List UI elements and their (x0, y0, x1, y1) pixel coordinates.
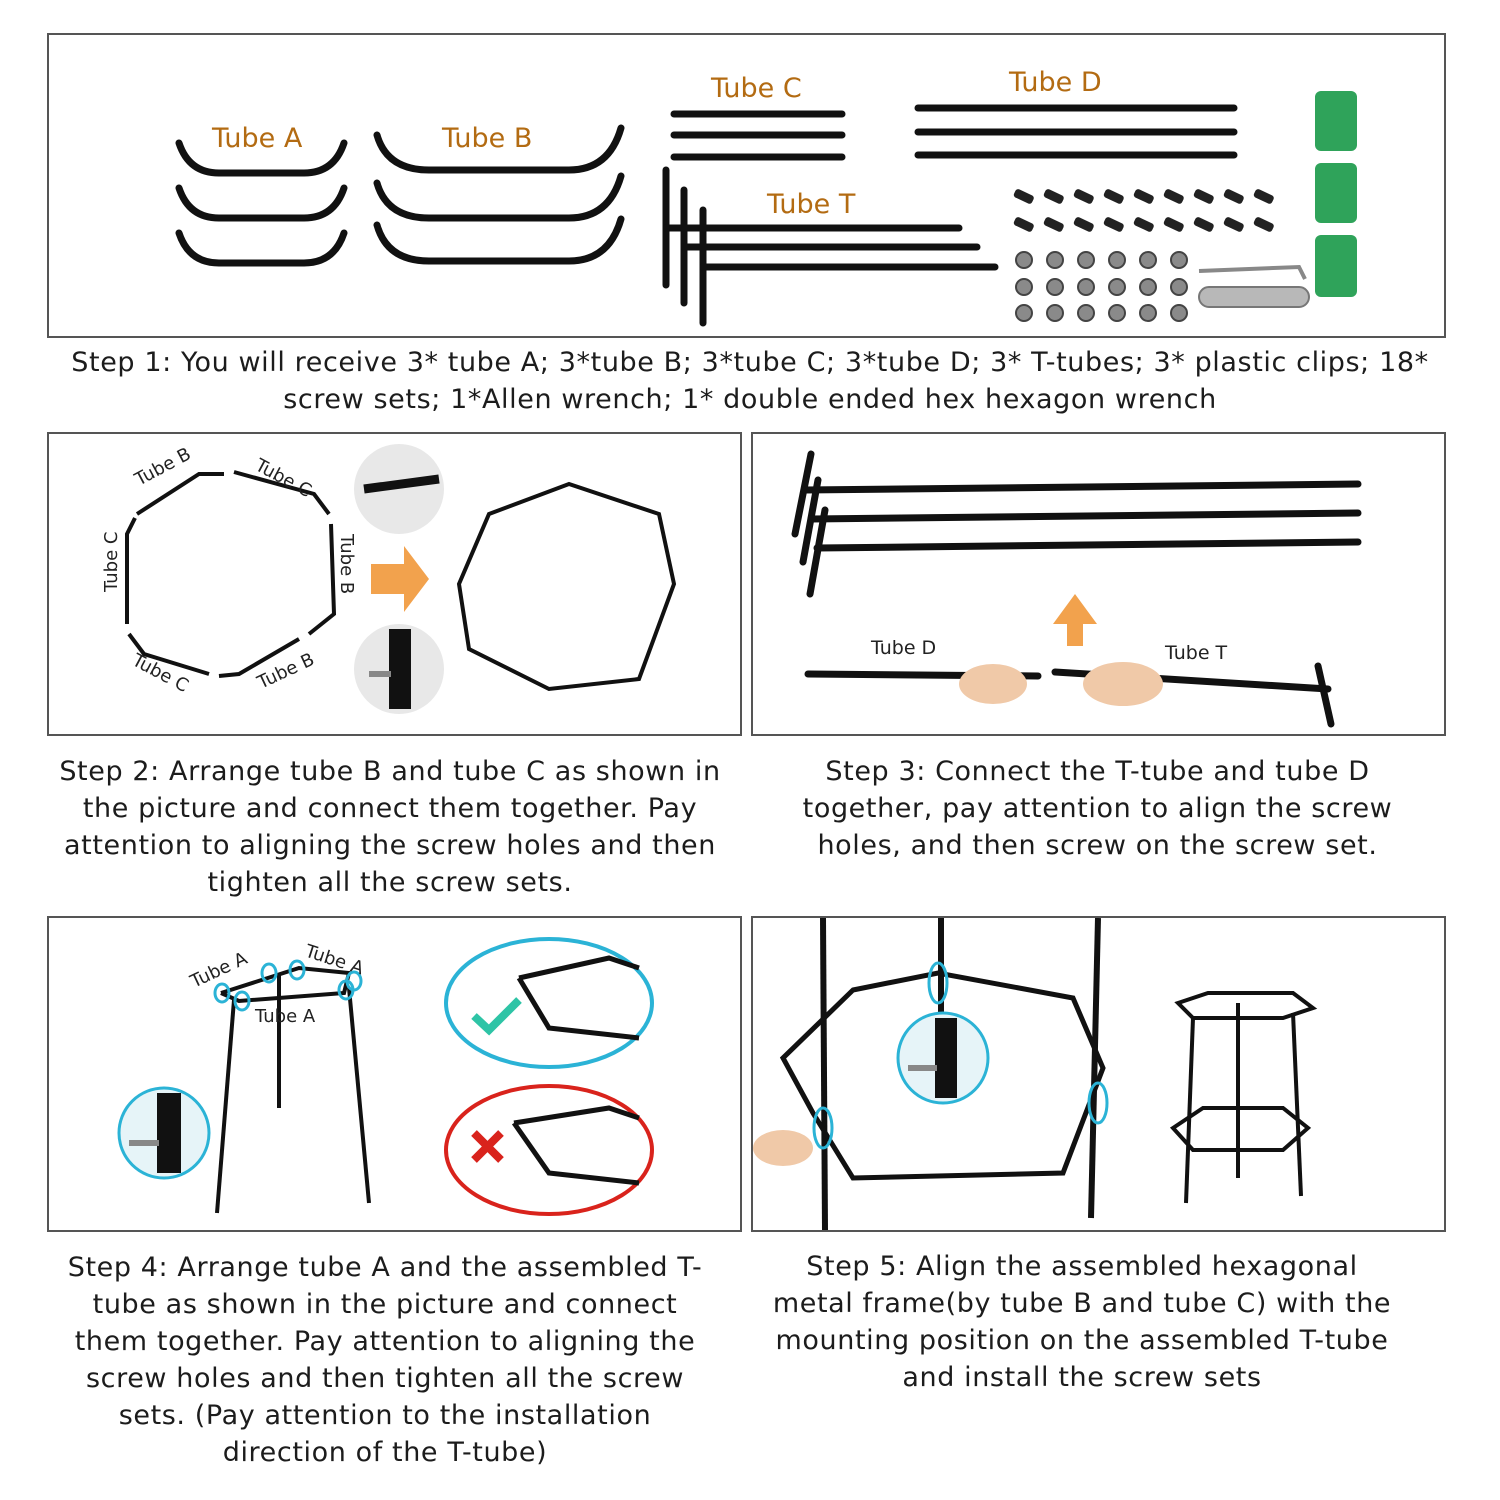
tube-t-label: Tube T (766, 189, 856, 220)
step5-illustration (753, 918, 1318, 1230)
hand-icon (1083, 662, 1163, 706)
arrow-right-icon (371, 546, 429, 612)
correct-direction-detail (444, 937, 654, 1069)
step5-caption: Step 5: Align the assembled hexagonal me… (772, 1251, 1392, 1393)
check-icon (471, 997, 522, 1036)
tube-a-part (175, 139, 348, 177)
nuts (1015, 251, 1188, 322)
step3-illustration: Tube D Tube T (791, 450, 1362, 728)
step3-tube-t-label: Tube T (1164, 642, 1228, 664)
step4-illustration: Tube A Tube A Tube A (117, 937, 654, 1216)
parts-illustration: Tube A Tube B Tube C Tube D Tube T (175, 67, 1357, 327)
assembled-hexagon (456, 481, 677, 692)
finished-stand (1169, 991, 1318, 1204)
step2-illustration: Tube B Tube C Tube B Tube B Tube C Tube … (101, 444, 677, 714)
step3-tube-d-label: Tube D (870, 637, 936, 659)
step4-tube-a-label-front: Tube A (254, 1006, 316, 1027)
tube-a-label: Tube A (211, 123, 303, 154)
hex-label-right: Tube B (336, 533, 357, 594)
tube-c-label: Tube C (710, 73, 802, 104)
mount-highlights (812, 961, 1109, 1150)
screw-sets (1013, 189, 1274, 232)
step2-panel: Tube B Tube C Tube B Tube B Tube C Tube … (47, 432, 742, 736)
plastic-clips (1315, 91, 1357, 297)
step4-caption: Step 4: Arrange tube A and the assembled… (67, 1252, 703, 1468)
allen-wrench-icon (1198, 264, 1307, 280)
incorrect-direction-detail (444, 1084, 654, 1216)
tube-a-part (175, 229, 348, 267)
hand-icon (753, 1130, 813, 1166)
tube-b-part (373, 124, 625, 174)
tube-d-label: Tube D (1008, 67, 1102, 98)
tube-b-part (373, 215, 625, 265)
tube-a-part (175, 184, 348, 222)
hand-icon (959, 664, 1027, 704)
step3-panel: Tube D Tube T (751, 432, 1446, 736)
step3-caption: Step 3: Connect the T-tube and tube D to… (802, 756, 1393, 861)
tube-b-label: Tube B (441, 123, 532, 154)
arrow-up-icon (1053, 594, 1097, 646)
step5-panel (751, 916, 1446, 1232)
detail-connector-photo (354, 444, 444, 534)
step4-tube-a-label-right: Tube A (302, 940, 367, 979)
step2-caption: Step 2: Arrange tube B and tube C as sho… (59, 756, 721, 898)
hex-label-bottom-left: Tube C (128, 649, 192, 696)
step4-panel: Tube A Tube A Tube A (47, 916, 742, 1232)
screw-hole-highlights (213, 959, 363, 1012)
step1-caption: Step 1: You will receive 3* tube A; 3*tu… (71, 347, 1429, 415)
step1-panel: Tube A Tube B Tube C Tube D Tube T (47, 33, 1446, 338)
hex-label-left: Tube C (101, 532, 122, 593)
tube-b-part (373, 172, 625, 222)
hex-wrench-icon (1198, 286, 1310, 308)
hex-label-bottom-right: Tube B (253, 649, 317, 694)
cross-icon (471, 1130, 504, 1163)
